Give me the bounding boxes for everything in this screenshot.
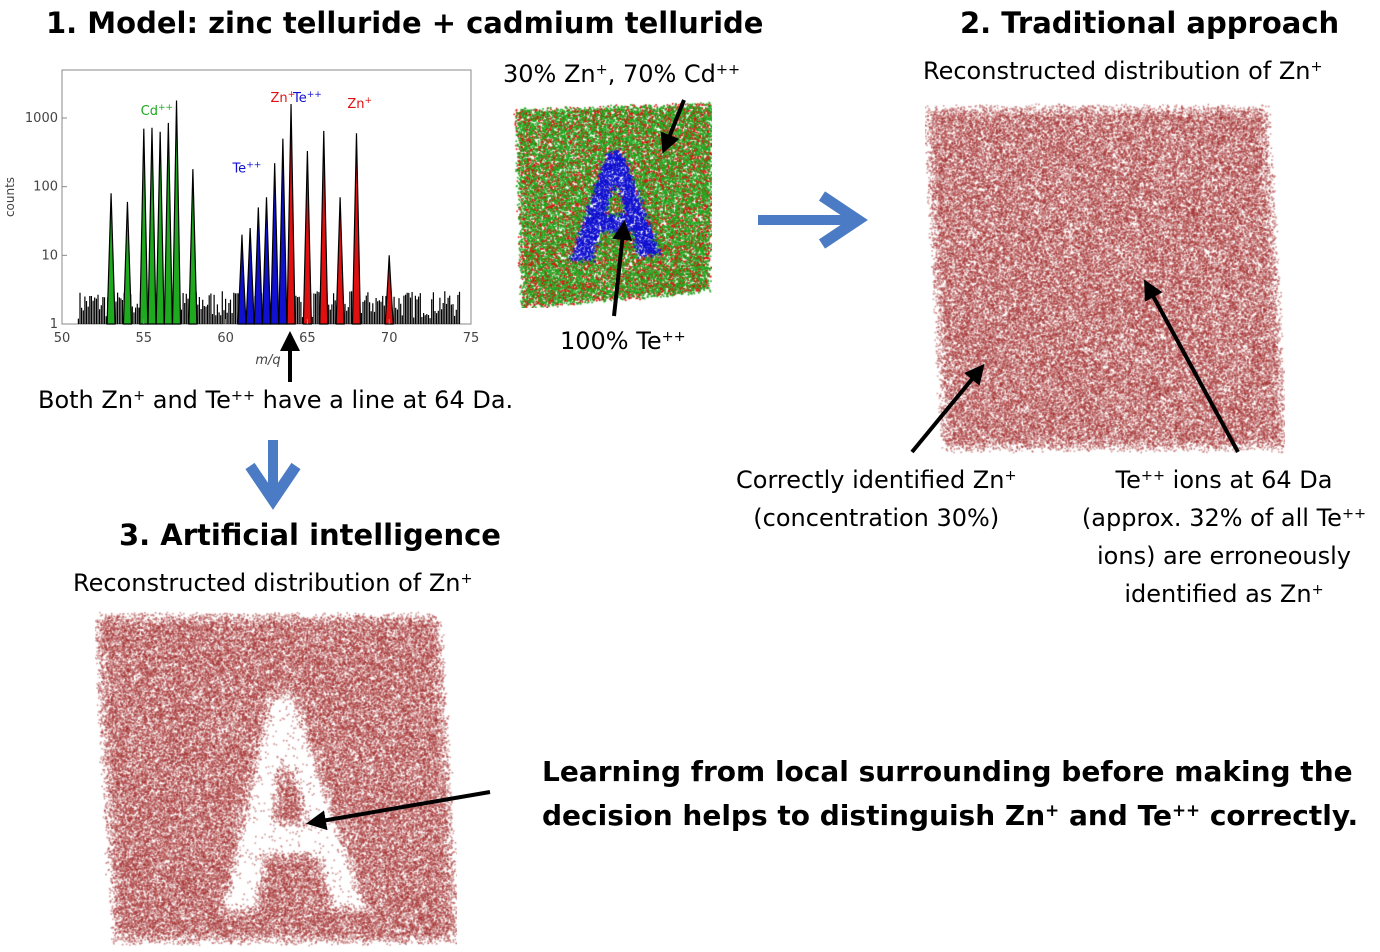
te-peak [278,138,288,325]
zn-peak [302,151,313,325]
zn-peak [351,133,362,325]
te-peak [270,163,280,325]
y-tick-label: 1000 [25,111,58,126]
cd-peak [122,201,133,325]
cd-peak [171,100,182,325]
y-tick-label: 100 [33,180,58,195]
x-tick-label: 70 [381,331,398,346]
cd-peak [163,122,173,325]
section2-subtitle: Reconstructed distribution of Zn+ [923,57,1323,85]
cd-peak [155,131,165,325]
erroneous-id-note: Te++ ions at 64 Da (approx. 32% of all T… [1081,466,1367,608]
zinc-cadmium-telluride-model-image [512,100,712,308]
zn-peak [335,197,345,325]
arrow-to-ai [245,440,301,510]
x-tick-label: 65 [299,331,316,346]
ai-reconstruction-image [95,608,457,948]
cd-peak [188,169,198,325]
te-peak [261,197,272,325]
x-tick-label: 75 [463,331,480,346]
section1-title: 1. Model: zinc telluride + cadmium tellu… [46,6,764,40]
traditional-reconstruction-image [925,100,1285,455]
arrow-to-traditional [758,191,868,249]
species-labels: Cd++Te++Zn+Te++Zn+ [141,90,372,176]
x-tick-label: 50 [54,331,71,346]
te-peak [245,227,255,325]
zn-peak [384,255,394,325]
y-axis-title: counts [3,177,17,217]
te-peak [237,234,247,325]
y-tick-label: 10 [41,248,58,263]
cd-peak [147,127,157,325]
species-label: Zn+ [271,90,296,106]
cd-peak [106,193,116,325]
zn-peak [319,130,329,325]
cd-peak [139,128,149,325]
section3-title: 3. Artificial intelligence [119,518,501,552]
x-tick-label: 55 [136,331,153,346]
correct-id-note: Correctly identified Zn+ (concentration … [736,466,1017,532]
y-tick-label: 1 [50,317,58,332]
line-note: Both Zn+ and Te++ have a line at 64 Da. [38,386,514,414]
chart-ticks: 50 55 60 65 70 75 1 10 100 1000 [25,111,479,346]
species-label: Zn+ [347,96,372,112]
species-label: Cd++ [141,103,173,119]
mass-spectrum-chart: 50 55 60 65 70 75 1 10 100 1000 counts m/q Cd++ Te… [3,69,479,368]
zn-peak [286,103,296,325]
species-label: Te++ [292,90,322,106]
te-peak [253,207,263,325]
section2-title: 2. Traditional approach [960,6,1340,40]
te-label: 100% Te++ [560,327,686,355]
conclusion-text: Learning from local surrounding before m… [542,755,1359,832]
chart-peaks [77,100,461,325]
section3-subtitle: Reconstructed distribution of Zn+ [73,569,473,597]
x-tick-label: 60 [217,331,234,346]
composition-label: 30% Zn+, 70% Cd++ [503,60,741,88]
x-axis-title: m/q [255,353,280,368]
species-label: Te++ [231,161,261,177]
